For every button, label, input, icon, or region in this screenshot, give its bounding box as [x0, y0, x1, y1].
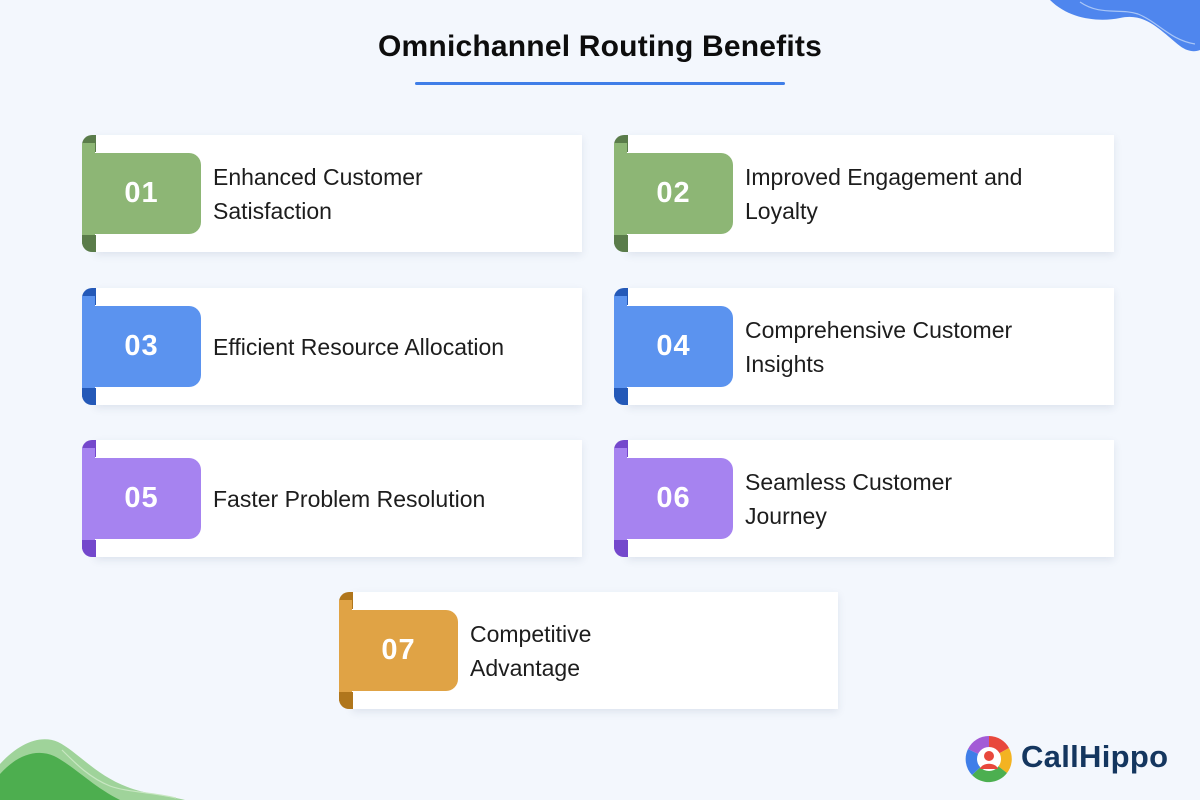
- benefit-card-04: 04 Comprehensive Customer Insights: [614, 288, 1114, 405]
- benefit-card-03: 03 Efficient Resource Allocation: [82, 288, 582, 405]
- benefit-label: Efficient Resource Allocation: [213, 333, 505, 360]
- ribbon-fold-bottom: [82, 235, 96, 252]
- benefit-card-02: 02 Improved Engagement and Loyalty: [614, 135, 1114, 252]
- ribbon-fold-bottom: [614, 388, 628, 405]
- ribbon-fold-bottom: [82, 388, 96, 405]
- title-underline: [415, 82, 785, 85]
- benefit-card-06: 06 Seamless Customer Journey: [614, 440, 1114, 557]
- benefit-label: Seamless Customer Journey: [745, 468, 953, 529]
- benefit-label: Comprehensive Customer Insights: [745, 316, 1013, 377]
- page-title: Omnichannel Routing Benefits: [378, 30, 822, 63]
- callhippo-logo: CallHippo: [963, 733, 1183, 785]
- ribbon-fold-bottom: [614, 235, 628, 252]
- brand-name: CallHippo: [1021, 739, 1169, 774]
- benefit-card-07: 07 Competitive Advantage: [339, 592, 838, 709]
- benefit-label: Competitive Advantage: [470, 620, 592, 681]
- benefit-number-badge: 05: [82, 458, 201, 539]
- benefit-label: Enhanced Customer Satisfaction: [213, 163, 423, 224]
- ribbon-fold-bottom: [339, 692, 353, 709]
- benefit-number-badge: 04: [614, 306, 733, 387]
- benefit-number-badge: 07: [339, 610, 458, 691]
- benefit-number-badge: 01: [82, 153, 201, 234]
- benefit-label: Improved Engagement and Loyalty: [745, 163, 1023, 224]
- benefit-number-badge: 03: [82, 306, 201, 387]
- benefit-card-01: 01 Enhanced Customer Satisfaction: [82, 135, 582, 252]
- decorative-wave-bottom-left: [0, 739, 185, 800]
- ribbon-fold-bottom: [82, 540, 96, 557]
- ribbon-fold-bottom: [614, 540, 628, 557]
- decorative-wave-top-right: [1050, 0, 1200, 52]
- benefit-card-05: 05 Faster Problem Resolution: [82, 440, 582, 557]
- benefit-number-badge: 02: [614, 153, 733, 234]
- benefit-number-badge: 06: [614, 458, 733, 539]
- callhippo-logo-icon: [965, 735, 1012, 783]
- benefit-label: Faster Problem Resolution: [213, 485, 486, 512]
